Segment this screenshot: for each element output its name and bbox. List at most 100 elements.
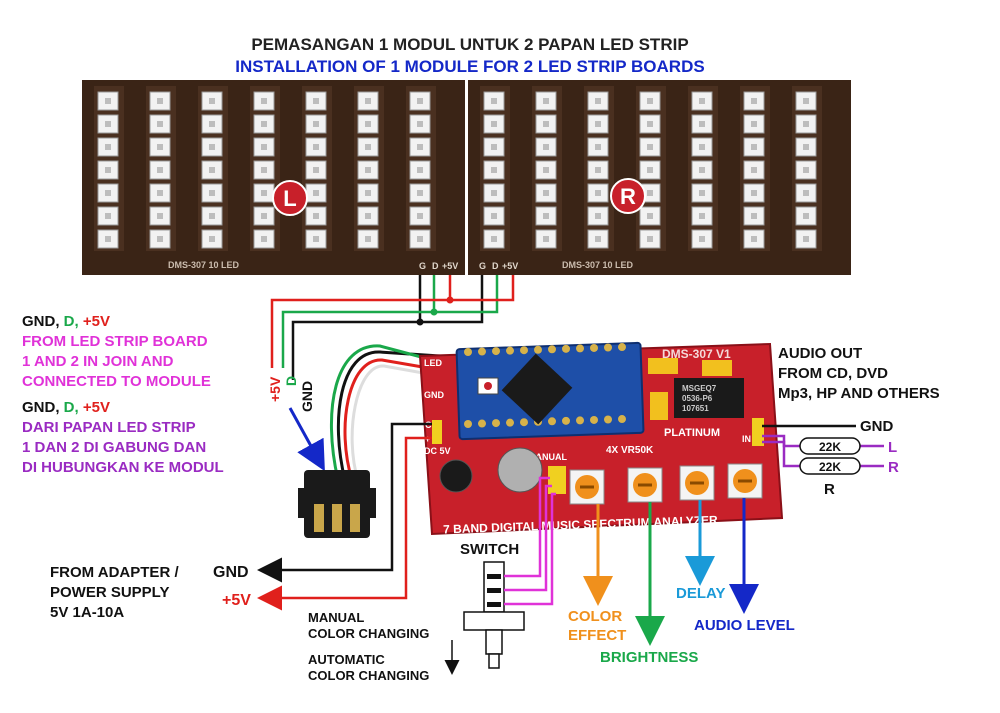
led-die	[157, 144, 163, 150]
audio-gnd-label: GND	[860, 418, 894, 435]
resistor-r: 22K	[799, 457, 861, 475]
pin-dc5v: DC 5V	[424, 446, 451, 456]
right-pad-g: G	[479, 261, 486, 271]
wire-label-gnd: GND	[299, 381, 315, 412]
led-die	[105, 98, 111, 104]
switch-wires	[504, 476, 556, 606]
title-line-1: PEMASANGAN 1 MODUL UNTUK 2 PAPAN LED STR…	[251, 35, 688, 54]
led-die	[313, 144, 319, 150]
led-die	[417, 98, 423, 104]
pot-brightness[interactable]	[627, 467, 663, 503]
led-die	[647, 213, 653, 219]
pot-delay[interactable]	[679, 465, 715, 501]
note2-line-1: DARI PAPAN LED STRIP	[22, 419, 196, 436]
led-die	[491, 213, 497, 219]
switch-label: SWITCH	[460, 541, 519, 558]
led-die	[803, 144, 809, 150]
led-die	[699, 121, 705, 127]
led-die	[803, 190, 809, 196]
led-die	[751, 167, 757, 173]
led-die	[803, 213, 809, 219]
svg-text:GND, D, +5V: GND, D, +5V	[22, 399, 110, 416]
led-grid-left	[94, 86, 436, 251]
led-die	[261, 213, 267, 219]
resistor-l-value: 22K	[819, 440, 841, 454]
led-die	[543, 167, 549, 173]
note1-line-2: 1 AND 2 IN JOIN AND	[22, 353, 174, 370]
note1-line-3: CONNECTED TO MODULE	[22, 373, 211, 390]
pot-audio-level[interactable]	[727, 463, 763, 499]
audio-l-label: L	[888, 439, 897, 456]
slide-switch[interactable]	[463, 561, 525, 669]
led-die	[491, 236, 497, 242]
header-pin	[478, 419, 486, 428]
header-pin	[604, 415, 612, 424]
led-die	[699, 236, 705, 242]
power-wires	[257, 422, 432, 611]
led-die	[491, 144, 497, 150]
header-pin	[534, 345, 542, 354]
led-die	[157, 167, 163, 173]
led-die	[699, 213, 705, 219]
manual-header	[548, 466, 566, 494]
pot-color-effect[interactable]	[569, 469, 605, 505]
led-die	[699, 190, 705, 196]
right-pad-5v: +5V	[502, 261, 518, 271]
led-die	[595, 167, 601, 173]
analyzer-module: DMS-307 V1 MSGEQ7 0536-P6 107651 PLATINU…	[418, 341, 784, 536]
led-die	[647, 98, 653, 104]
note2-line-3: DI HUBUNGKAN KE MODUL	[22, 459, 224, 476]
audio-line-3: Mp3, HP AND OTHERS	[778, 385, 940, 402]
audio-line-1: AUDIO OUT	[778, 345, 862, 362]
led-die	[157, 98, 163, 104]
manual-color-line-1: MANUAL	[308, 610, 364, 625]
led-die	[595, 190, 601, 196]
led-die	[751, 190, 757, 196]
header-pin	[520, 418, 528, 427]
audio-level-label: AUDIO LEVEL	[694, 617, 795, 634]
tantalum-cap-3	[650, 392, 668, 420]
led-board-right: R DMS-307 10 LED G D +5V	[468, 80, 851, 275]
jst-connector	[298, 470, 376, 538]
audio-line-2: FROM CD, DVD	[778, 365, 888, 382]
led-die	[261, 167, 267, 173]
led-die	[699, 98, 705, 104]
led-die	[209, 98, 215, 104]
electrolytic-cap-large	[497, 447, 543, 493]
led-die	[209, 213, 215, 219]
header-pin	[618, 415, 626, 424]
led-die	[417, 213, 423, 219]
chip-text-1: MSGEQ7	[682, 384, 717, 393]
led-die	[209, 190, 215, 196]
led-die	[105, 190, 111, 196]
led-die	[417, 236, 423, 242]
led-board-right-code: DMS-307 10 LED	[562, 260, 634, 270]
led-die	[595, 144, 601, 150]
led-die	[543, 236, 549, 242]
led-die	[803, 98, 809, 104]
led-die	[365, 236, 371, 242]
led-die	[751, 236, 757, 242]
note1-d: D,	[64, 313, 83, 330]
led-die	[365, 98, 371, 104]
led-die	[543, 98, 549, 104]
power-from-line-2: POWER SUPPLY	[50, 584, 169, 601]
note2-d: D,	[64, 399, 83, 416]
audio-r-below-label: R	[824, 481, 835, 498]
led-die	[491, 190, 497, 196]
led-die	[313, 167, 319, 173]
led-die	[543, 190, 549, 196]
chip-text-2: 0536-P6	[682, 394, 713, 403]
power-from-line-1: FROM ADAPTER /	[50, 564, 179, 581]
led-die	[365, 213, 371, 219]
manual-pin-label: MANUAL	[528, 452, 567, 462]
resistor-l: 22K	[799, 437, 861, 455]
header-pin	[548, 345, 556, 354]
led-die	[751, 98, 757, 104]
arduino-pins	[464, 343, 626, 428]
ribbon-cable	[329, 344, 441, 481]
right-pad-d: D	[492, 261, 499, 271]
led-die	[491, 121, 497, 127]
header-pin	[604, 343, 612, 352]
led-die	[261, 190, 267, 196]
